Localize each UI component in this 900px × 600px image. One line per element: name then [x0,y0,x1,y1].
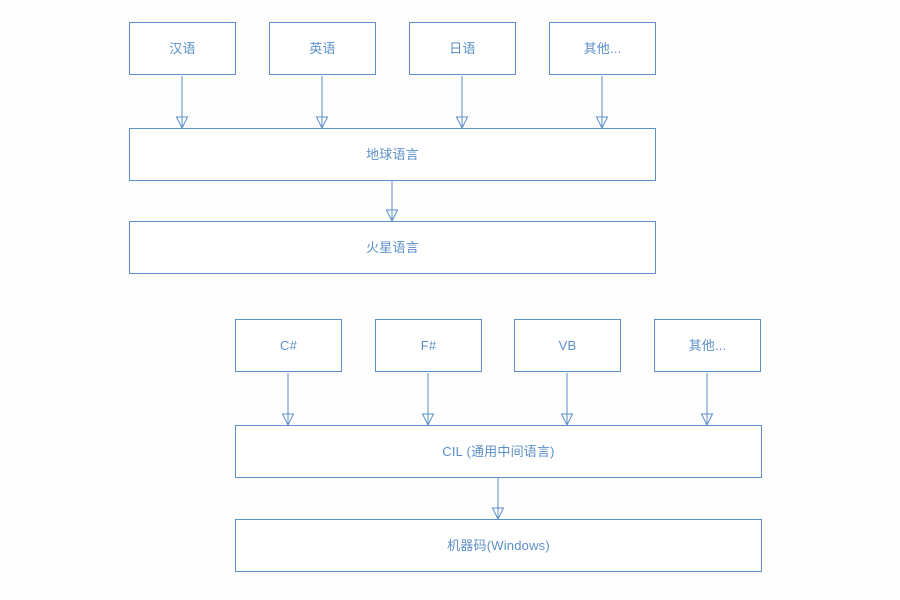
node-label: 其他... [688,337,727,353]
node-huoxing[interactable]: 火星语言 [129,221,656,274]
edge-vb-cil [560,373,574,427]
node-label: F# [420,337,437,353]
node-label: 日语 [449,40,476,56]
edge-csharp-cil [281,373,295,427]
arrowhead-icon [385,209,399,223]
node-qita-1[interactable]: 其他... [549,22,656,75]
edge-cil-machinecode [491,478,505,521]
edge-yingyu-diqiu [315,76,329,130]
arrowhead-icon [700,413,714,427]
arrowhead-icon [421,413,435,427]
node-label: 汉语 [169,40,196,56]
edge-hanyu-diqiu [175,76,189,130]
node-vb[interactable]: VB [514,319,621,372]
arrowhead-icon [595,116,609,130]
node-label: 英语 [309,40,336,56]
node-label: C# [279,337,298,353]
node-label: 火星语言 [366,239,419,255]
edge-qita2-cil [700,373,714,427]
node-qita-2[interactable]: 其他... [654,319,761,372]
node-fsharp[interactable]: F# [375,319,482,372]
node-hanyu[interactable]: 汉语 [129,22,236,75]
edge-diqiu-huoxing [385,181,399,223]
node-label: 其他... [583,40,622,56]
node-label: 机器码(Windows) [447,537,550,553]
edge-riyu-diqiu [455,76,469,130]
node-yingyu[interactable]: 英语 [269,22,376,75]
node-cil[interactable]: CIL (通用中间语言) [235,425,762,478]
edge-fsharp-cil [421,373,435,427]
node-label: VB [558,337,577,353]
arrowhead-icon [455,116,469,130]
node-riyu[interactable]: 日语 [409,22,516,75]
node-label: CIL (通用中间语言) [442,443,555,459]
arrowhead-icon [315,116,329,130]
arrowhead-icon [560,413,574,427]
node-csharp[interactable]: C# [235,319,342,372]
edge-qita1-diqiu [595,76,609,130]
arrowhead-icon [281,413,295,427]
arrowhead-icon [175,116,189,130]
node-label: 地球语言 [366,146,419,162]
node-diqiu[interactable]: 地球语言 [129,128,656,181]
node-machinecode[interactable]: 机器码(Windows) [235,519,762,572]
arrowhead-icon [491,507,505,521]
